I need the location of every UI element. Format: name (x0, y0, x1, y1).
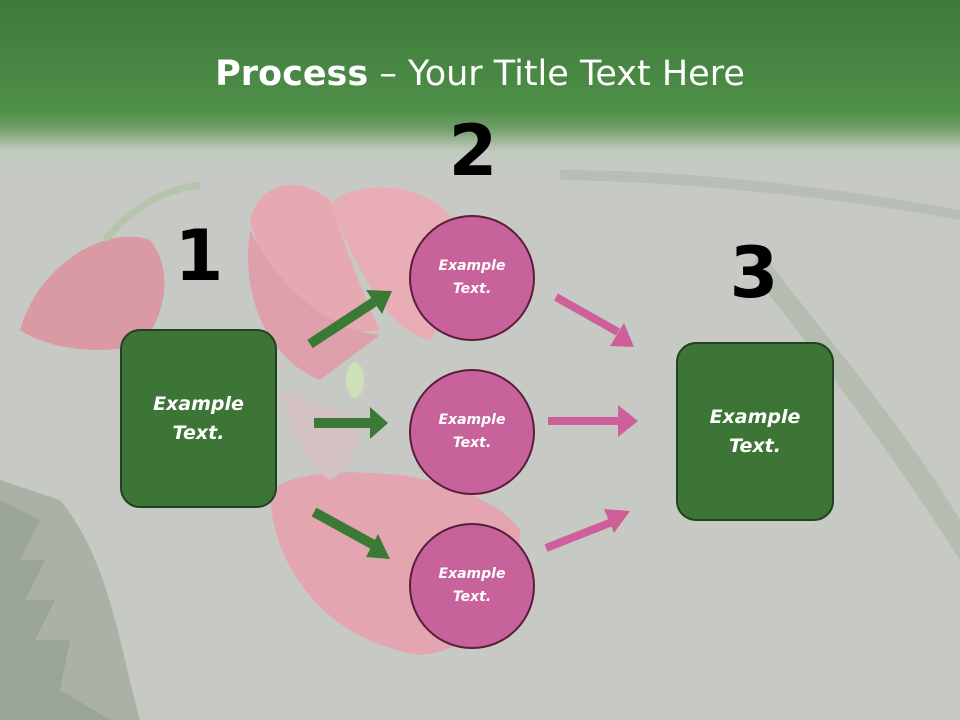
right-box-line2: Text. (729, 434, 781, 457)
right-step-box: Example Text. (676, 342, 834, 521)
step-number-3: 3 (729, 232, 779, 314)
slide-title: Process – Your Title Text Here (0, 52, 960, 96)
arrow-from-circle-1 (554, 293, 634, 347)
circle-3-line2: Text. (452, 589, 492, 605)
circle-2-line1: Example (438, 412, 506, 428)
right-box-line1: Example (709, 405, 801, 428)
arrow-to-circle-3 (311, 507, 390, 559)
circle-3-line1: Example (438, 566, 506, 582)
circle-1-line1: Example (438, 258, 506, 274)
circle-1-line2: Text. (452, 281, 492, 297)
left-step-box: Example Text. (120, 329, 277, 508)
left-box-line2: Text. (172, 421, 225, 444)
title-bold: Process (215, 54, 369, 94)
header-band (0, 0, 960, 170)
arrow-to-circle-2 (314, 407, 388, 439)
circle-1: Example Text. (409, 215, 535, 341)
circle-2: Example Text. (409, 369, 535, 495)
arrow-to-circle-1 (307, 290, 392, 349)
circle-2-line2: Text. (452, 435, 492, 451)
title-rest: – Your Title Text Here (368, 54, 745, 94)
arrow-from-circle-2 (548, 405, 638, 437)
arrow-from-circle-3 (544, 509, 630, 552)
step-number-1: 1 (174, 215, 224, 297)
circle-3: Example Text. (409, 523, 535, 649)
left-box-line1: Example (153, 392, 244, 415)
step-number-2: 2 (448, 110, 498, 192)
